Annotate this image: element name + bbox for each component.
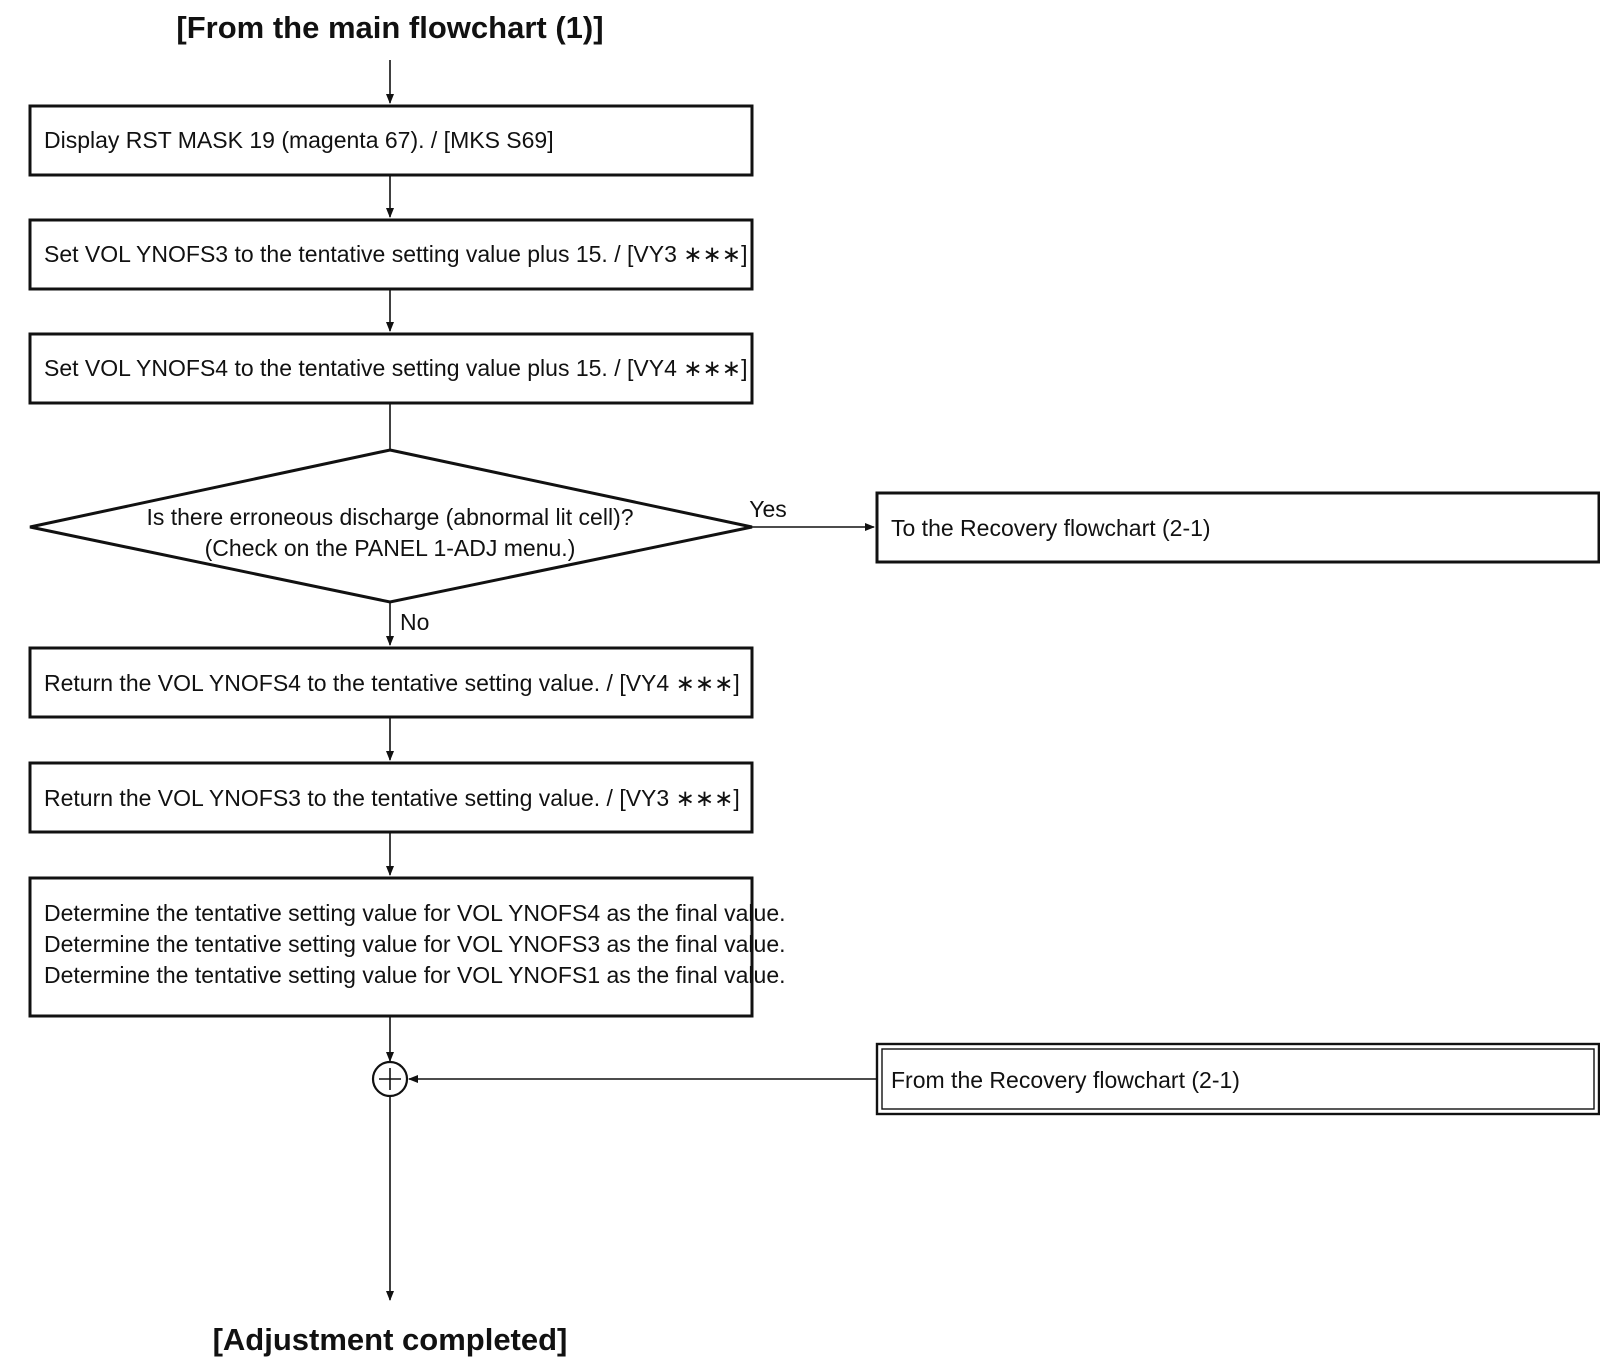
decision-question-text: Is there erroneous discharge (abnormal l… (146, 504, 633, 530)
step-box-2: Set VOL YNOFS3 to the tentative setting … (28, 218, 754, 291)
yes-label: Yes (749, 496, 787, 522)
step-box-5: Return the VOL YNOFS3 to the tentative s… (28, 761, 754, 834)
step-3-text: Set VOL YNOFS4 to the tentative setting … (44, 355, 747, 381)
from-recovery-box: From the Recovery flowchart (2-1) (875, 1042, 1600, 1116)
final-line-2: Determine the tentative setting value fo… (44, 931, 786, 957)
step-5-text: Return the VOL YNOFS3 to the tentative s… (44, 785, 740, 811)
no-label: No (400, 609, 429, 635)
decision-hint-text: (Check on the PANEL 1-ADJ menu.) (205, 535, 576, 561)
final-determination-box: Determine the tentative setting value fo… (28, 876, 786, 1018)
flowchart-start-title: [From the main flowchart (1)] (176, 10, 603, 45)
to-recovery-box: To the Recovery flowchart (2-1) (875, 491, 1600, 564)
step-1-text: Display RST MASK 19 (magenta 67). / [MKS… (44, 127, 554, 153)
step-2-text: Set VOL YNOFS3 to the tentative setting … (44, 241, 747, 267)
to-recovery-text: To the Recovery flowchart (2-1) (891, 515, 1211, 541)
decision-diamond: Is there erroneous discharge (abnormal l… (29, 448, 753, 604)
step-box-4: Return the VOL YNOFS4 to the tentative s… (28, 646, 754, 719)
step-4-text: Return the VOL YNOFS4 to the tentative s… (44, 670, 740, 696)
from-recovery-text: From the Recovery flowchart (2-1) (891, 1067, 1240, 1093)
merge-junction-icon (371, 1060, 409, 1098)
step-box-1: Display RST MASK 19 (magenta 67). / [MKS… (28, 104, 754, 177)
step-box-3: Set VOL YNOFS4 to the tentative setting … (28, 332, 754, 405)
final-line-1: Determine the tentative setting value fo… (44, 900, 786, 926)
final-line-3: Determine the tentative setting value fo… (44, 962, 786, 988)
flowchart-end-title: [Adjustment completed] (213, 1322, 568, 1357)
